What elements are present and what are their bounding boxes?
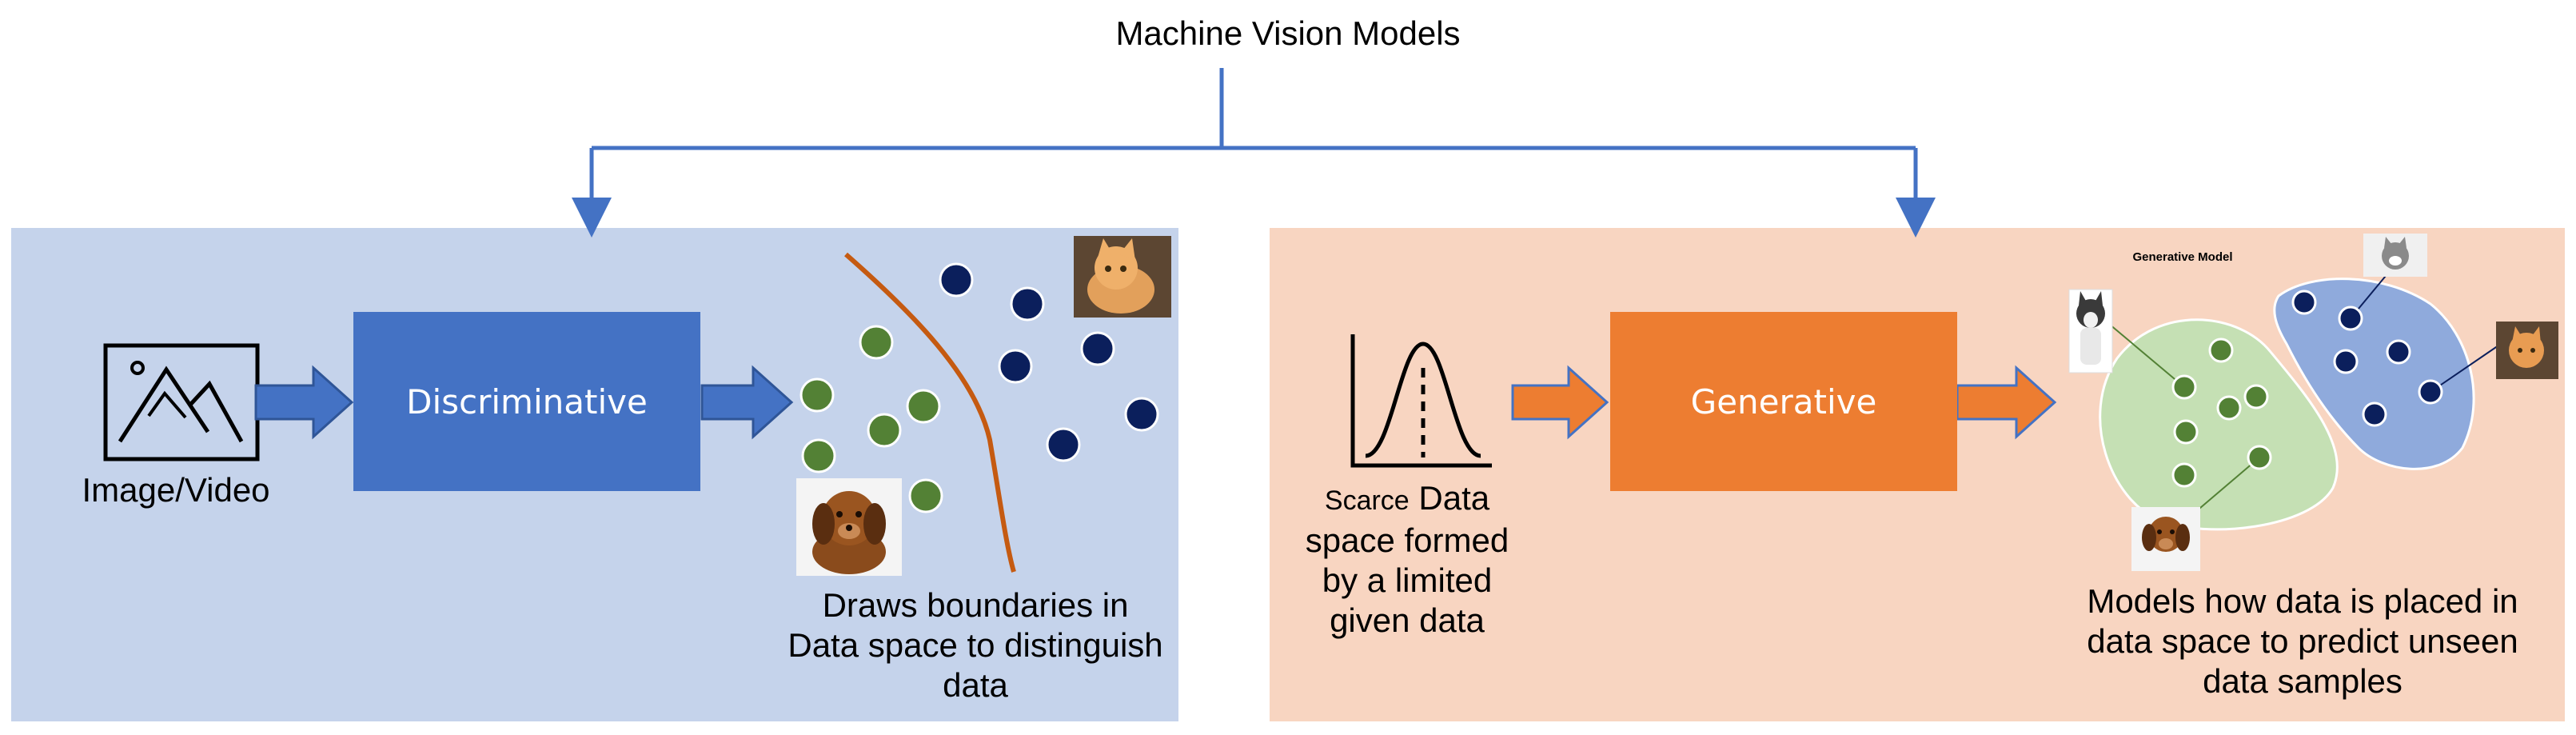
generative-caption: Models how data is placed in data space …: [2087, 582, 2518, 700]
arrow-discriminative-to-data: [700, 365, 794, 440]
image-video-label: Image/Video: [82, 471, 270, 509]
arrow-generative-to-model: [1956, 365, 2057, 440]
green-cluster-blob: [2099, 318, 2339, 531]
generative-box: Generative: [1610, 312, 1957, 491]
blue-cluster-blob: [2273, 278, 2475, 470]
green-data-points: [800, 325, 943, 513]
arrow-input-to-discriminative: [254, 365, 354, 440]
scarce-word: Scarce: [1324, 485, 1410, 516]
cat-photo: [2363, 234, 2427, 277]
data-space-caption: Data space formed by a limited given dat…: [1305, 479, 1509, 639]
arrow-data-to-generative: [1511, 365, 1609, 440]
discriminative-caption: Draws boundaries in Data space to distin…: [788, 586, 1163, 704]
generative-green-points: [2171, 338, 2272, 488]
mountain-image-icon: [103, 343, 260, 461]
kitten-photo: [1074, 236, 1171, 318]
scarce-data-caption: Scarce Data space formed by a limited gi…: [1287, 478, 1527, 641]
generative-navy-points: [2291, 290, 2443, 427]
discriminative-box: Discriminative: [353, 312, 700, 491]
generative-model-label: Generative Model: [2132, 250, 2233, 264]
puppy-photo: [796, 478, 902, 576]
bell-curve-icon: [1350, 334, 1492, 468]
kitten-photo-right: [2496, 322, 2558, 379]
tree-connector: [572, 68, 1936, 238]
decision-boundary: [844, 252, 1016, 573]
puppy-photo-right: [2131, 507, 2200, 571]
diagram-title: Machine Vision Models: [1115, 14, 1461, 52]
husky-photo: [2068, 289, 2113, 373]
navy-data-points: [939, 262, 1159, 462]
